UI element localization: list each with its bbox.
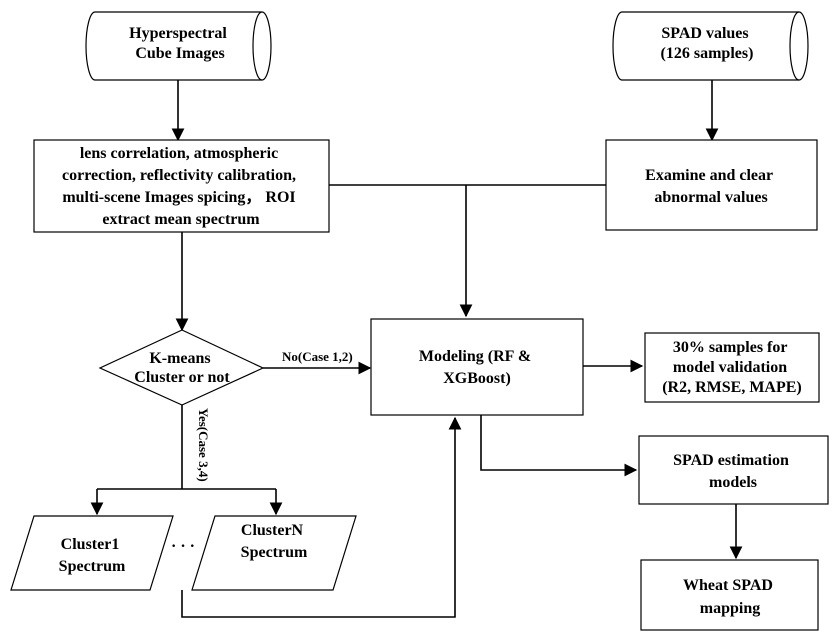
label-examine-line: abnormal values — [654, 189, 767, 206]
label-cluster1-line: Spectrum — [59, 558, 126, 575]
box-estimation — [638, 435, 829, 505]
label-validation-line: (R2, RMSE, MAPE) — [662, 379, 802, 396]
label-kmeans-line: K-means — [149, 350, 210, 367]
label-mapping: Wheat SPAD mapping — [683, 577, 777, 617]
box-preprocess — [33, 139, 330, 233]
label-clusterN-line: ClusterN — [241, 522, 304, 539]
label-validation-line: model validation — [673, 359, 787, 376]
label-spad-values-line: SPAD values — [661, 25, 748, 42]
label-kmeans-line: Cluster or not — [134, 369, 230, 386]
label-examine-line: Examine and clear — [645, 167, 773, 184]
diamond-kmeans — [98, 329, 265, 406]
label-preprocess-line: multi-scene Images spicing， ROI — [62, 189, 295, 206]
box-validation — [644, 332, 820, 403]
cylinder-spad-values — [612, 11, 809, 81]
label-modeling: Modeling (RF & XGBoost) — [419, 348, 535, 387]
label-modeling-line: Modeling (RF & — [419, 348, 531, 365]
label-hyperspectral-line: Hyperspectral — [129, 25, 227, 42]
label-modeling-line: XGBoost) — [443, 370, 511, 387]
ellipsis-label: · · · — [171, 538, 195, 555]
label-estimation: SPAD estimation models — [673, 452, 793, 491]
parallelogram-clusterN — [191, 515, 357, 591]
label-preprocess: lens correlation, atmospheric correction… — [62, 145, 300, 228]
label-clusterN-line: Spectrum — [241, 544, 308, 561]
label-preprocess-line: lens correlation, atmospheric — [80, 145, 278, 162]
label-mapping-line: mapping — [700, 600, 760, 617]
box-modeling — [370, 318, 584, 416]
label-estimation-line: SPAD estimation — [673, 452, 789, 469]
label-cluster1: Cluster1 Spectrum — [59, 536, 126, 575]
label-estimation-line: models — [709, 474, 757, 491]
cylinder-hyperspectral — [85, 11, 272, 81]
label-cluster1-line: Cluster1 — [61, 536, 120, 553]
label-spad-values: SPAD values (126 samples) — [661, 25, 754, 62]
label-preprocess-line: extract mean spectrum — [102, 211, 260, 228]
box-examine — [605, 139, 818, 231]
label-validation-line: 30% samples for — [673, 339, 788, 356]
box-mapping — [640, 559, 819, 631]
label-clusterN: ClusterN Spectrum — [241, 522, 308, 561]
label-kmeans: K-means Cluster or not — [134, 350, 230, 386]
parallelogram-cluster1 — [10, 515, 174, 591]
label-validation: 30% samples for model validation (R2, RM… — [662, 339, 802, 396]
connectors — [90, 80, 743, 618]
edge-label-no: No(Case 1,2) — [282, 349, 353, 364]
label-preprocess-line: correction, reflectivity calibration, — [62, 167, 296, 184]
edge-clusters-to-modeling — [181, 416, 462, 618]
edge-label-yes: Yes(Case 3,4) — [196, 408, 211, 482]
edge-modeling-to-estimation — [480, 415, 638, 477]
label-hyperspectral: Hyperspectral Cube Images — [129, 25, 231, 62]
label-spad-values-line: (126 samples) — [661, 45, 754, 62]
label-examine: Examine and clear abnormal values — [645, 167, 777, 206]
label-mapping-line: Wheat SPAD — [683, 577, 773, 594]
label-hyperspectral-line: Cube Images — [135, 45, 224, 62]
